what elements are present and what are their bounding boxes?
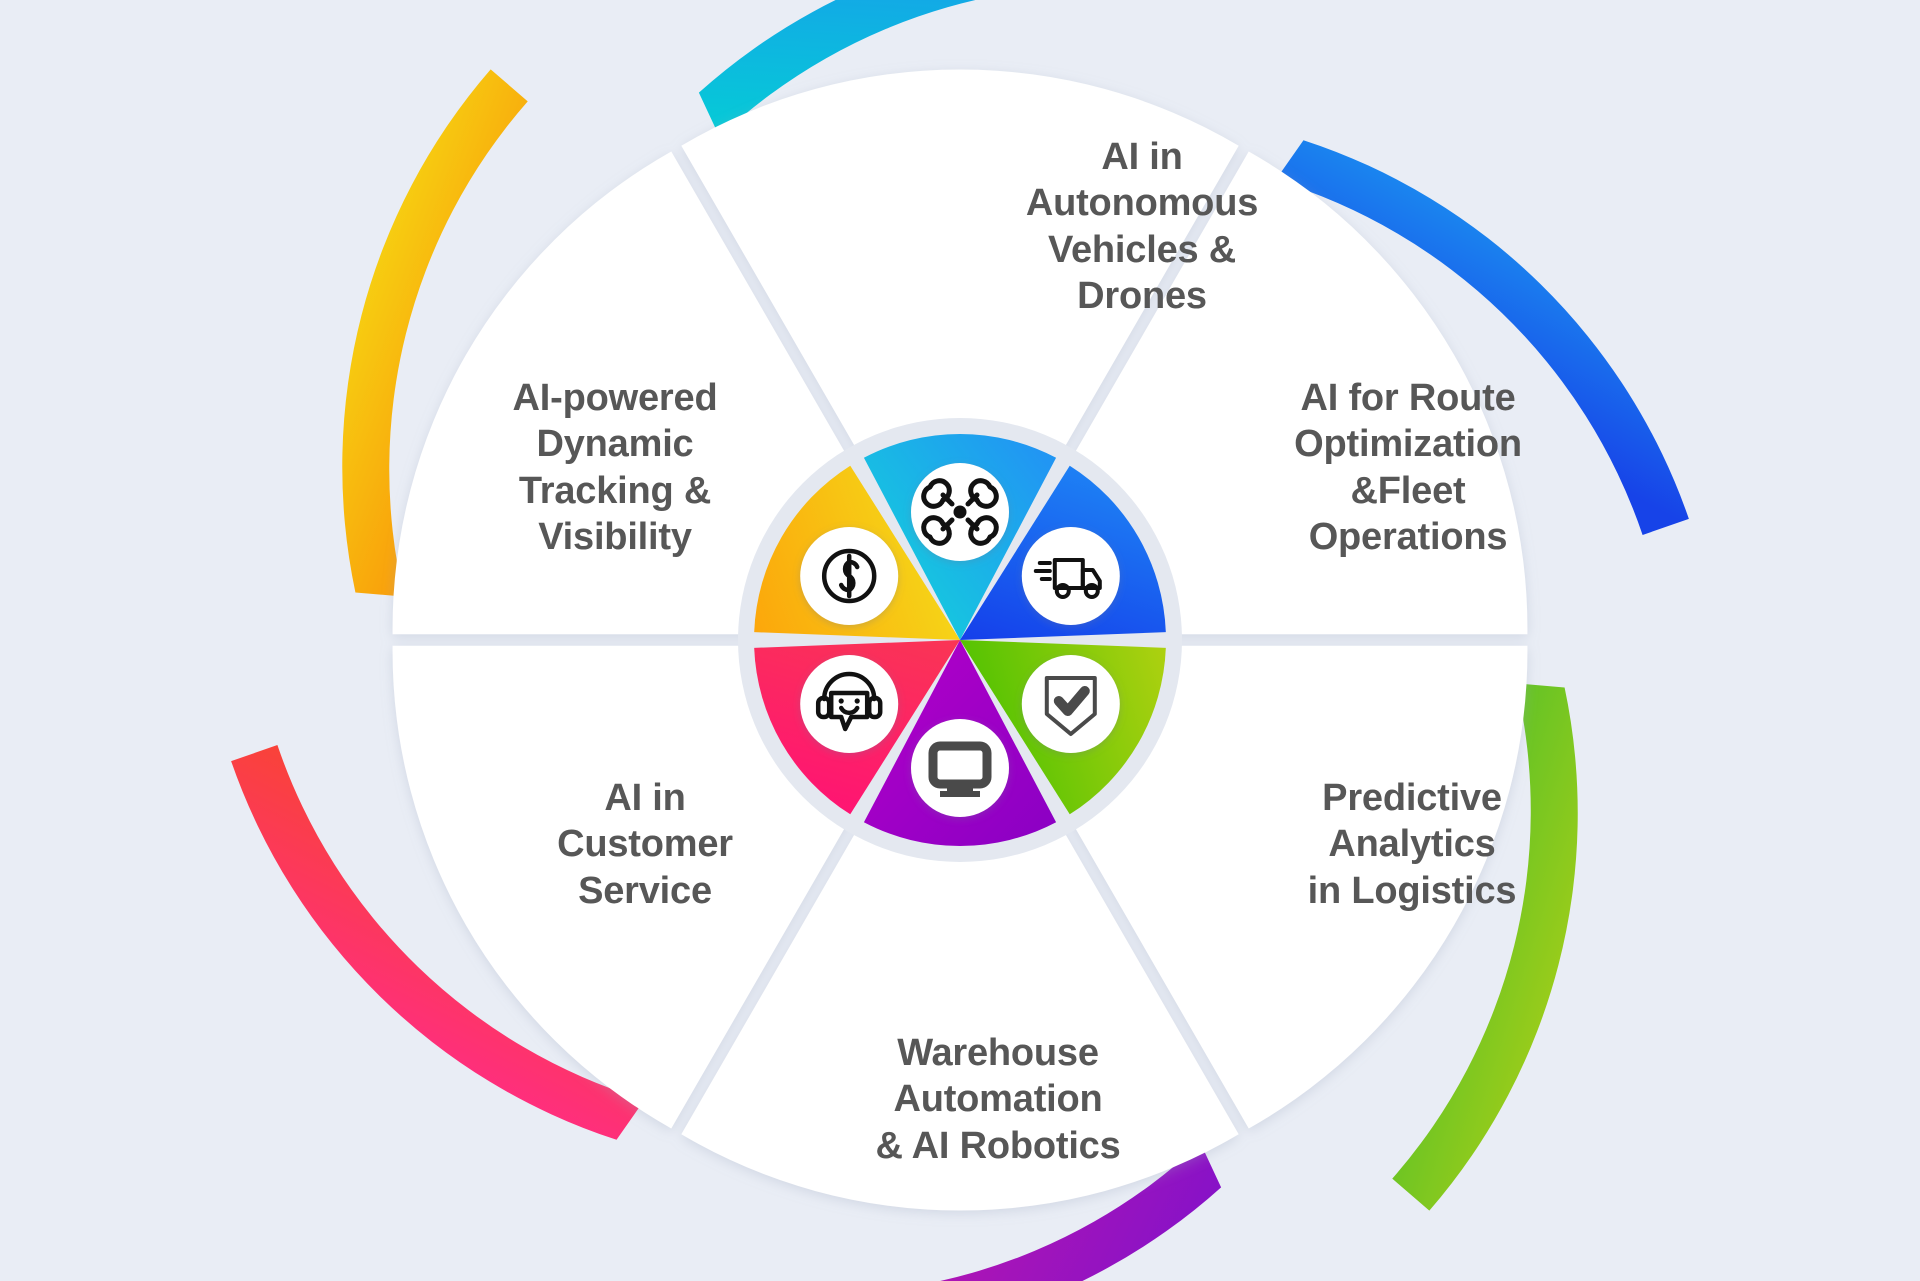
icon-badge-dollar-coin[interactable] <box>800 527 899 625</box>
dollar-coin-icon <box>821 548 877 604</box>
petal-predictive-analytics <box>1066 645 1528 1129</box>
outer-arc-dynamic-tracking <box>342 69 528 597</box>
icon-badge-chatbot[interactable] <box>800 655 899 753</box>
outer-arc-customer-service <box>231 745 645 1140</box>
chatbot-headset-icon <box>815 671 883 732</box>
icon-badge-delivery-truck[interactable] <box>1021 527 1120 625</box>
icon-badge-drone[interactable] <box>911 463 1009 561</box>
monitor-icon <box>928 741 992 797</box>
petal-warehouse-automation <box>681 819 1239 1211</box>
delivery-truck-icon <box>1033 558 1102 599</box>
outer-arc-predictive-analytics <box>1392 683 1578 1211</box>
label-petal-group <box>392 69 1528 1211</box>
outer-arc-autonomous-vehicles-drones <box>698 0 1220 137</box>
icon-badge-circle <box>911 719 1009 817</box>
outer-arc-route-optimization-fleet <box>1275 140 1689 535</box>
drone-icon <box>921 478 999 546</box>
icon-badge-circle <box>800 655 899 753</box>
icon-badge-group <box>800 463 1120 817</box>
petal-customer-service <box>392 645 854 1129</box>
petal-dynamic-tracking <box>392 151 854 635</box>
icon-badge-monitor[interactable] <box>911 719 1009 817</box>
icon-badge-circle <box>1021 527 1120 625</box>
petal-route-optimization-fleet <box>1066 151 1528 635</box>
petal-autonomous-vehicles-drones <box>681 69 1239 461</box>
icon-badge-shield-check[interactable] <box>1021 655 1120 753</box>
outer-arc-warehouse-automation <box>700 1143 1222 1281</box>
outer-arc-ring <box>231 0 1689 1281</box>
shield-check-icon <box>1044 676 1097 736</box>
